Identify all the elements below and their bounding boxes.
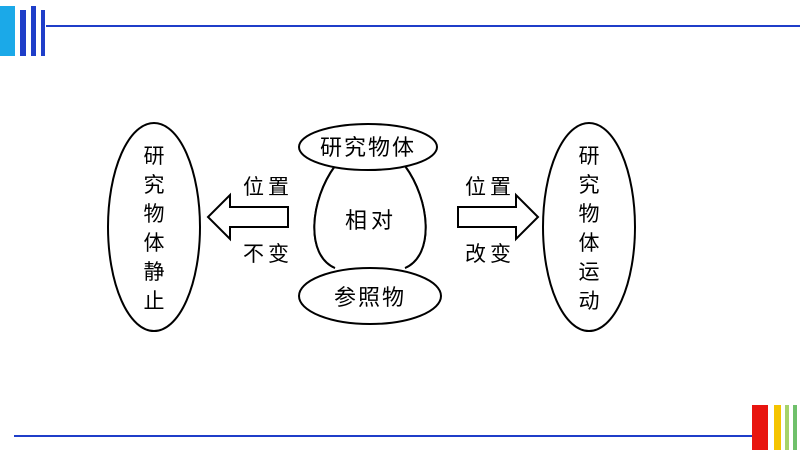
header-accent-bar-2 [20, 10, 26, 56]
left-char-6: 止 [144, 289, 165, 313]
footer-accent-bar-red [752, 405, 768, 450]
right-arrow-bottom-label: 改变 [465, 242, 515, 266]
right-char-2: 究 [579, 173, 600, 197]
right-char-3: 物 [579, 202, 600, 226]
header-accent-bar-1 [0, 6, 15, 56]
left-ellipse-text: 研 究 物 体 静 止 [144, 144, 165, 313]
bottom-oval [298, 267, 442, 325]
right-ellipse [542, 122, 636, 332]
footer-accent-bar-green [793, 405, 797, 450]
top-oval [298, 123, 438, 171]
bottom-oval-label: 参照物 [334, 286, 406, 311]
right-ellipse-text: 研 究 物 体 运 动 [579, 144, 600, 313]
right-char-5: 运 [579, 260, 600, 284]
right-char-4: 体 [579, 231, 600, 255]
left-arrow-top-label: 位置 [243, 175, 293, 199]
center-label: 相对 [345, 209, 397, 234]
center-vase-fill [314, 166, 426, 268]
left-char-4: 体 [144, 231, 165, 255]
header-accent-bar-4 [41, 10, 45, 56]
left-arrow-bottom-label: 不变 [243, 242, 293, 266]
footer-accent-bar-lightgreen [785, 405, 789, 450]
right-char-6: 动 [579, 289, 600, 313]
center-vase-stroke [313, 165, 427, 269]
footer-rule [14, 435, 754, 437]
left-arrow [206, 192, 289, 242]
footer-accent-bar-yellow [774, 405, 781, 450]
left-char-1: 研 [144, 144, 165, 168]
right-arrow [457, 192, 540, 242]
left-ellipse [107, 122, 201, 332]
left-char-2: 究 [144, 173, 165, 197]
top-oval-label: 研究物体 [320, 136, 416, 161]
right-char-1: 研 [579, 144, 600, 168]
left-char-3: 物 [144, 202, 165, 226]
right-arrow-top-label: 位置 [465, 175, 515, 199]
left-char-5: 静 [144, 260, 165, 284]
header-accent-bar-3 [31, 6, 36, 56]
header-rule [46, 25, 800, 27]
